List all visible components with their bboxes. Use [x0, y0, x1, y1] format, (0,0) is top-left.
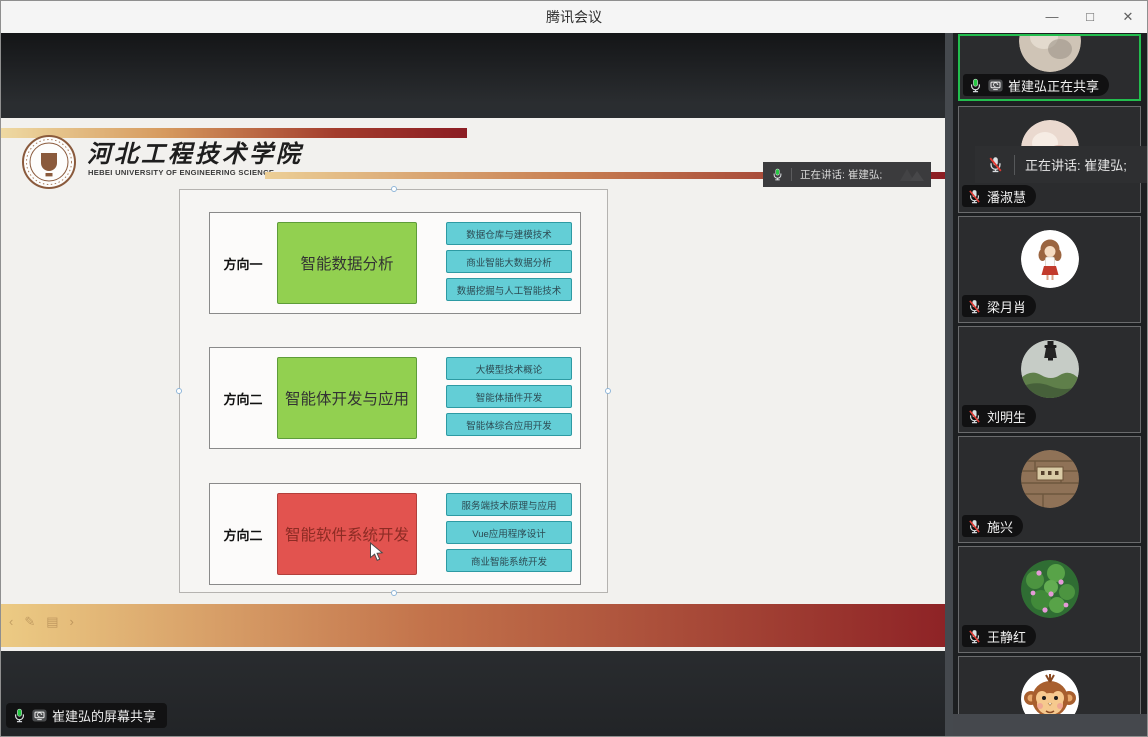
mic-muted-icon — [967, 629, 982, 644]
avatar — [1020, 670, 1079, 728]
titlebar[interactable]: 腾讯会议 — □ ✕ — [1, 1, 1147, 33]
toast-divider — [791, 168, 792, 181]
window-title: 腾讯会议 — [546, 9, 602, 25]
screen-share-icon — [988, 78, 1003, 93]
next-slide-icon: › — [69, 614, 74, 629]
participant-name: 梁月肖 — [987, 299, 1027, 315]
avatar — [1018, 36, 1081, 72]
shared-speaking-text: 正在讲话: 崔建弘; — [800, 169, 883, 181]
participants-sidebar[interactable]: 崔建弘正在共享 潘淑慧 — [953, 33, 1147, 736]
sidebar-bottom-strip — [953, 714, 1147, 736]
course-box: 数据仓库与建模技术 — [446, 222, 572, 245]
course-box: 商业智能系统开发 — [446, 549, 572, 572]
mic-on-icon — [12, 708, 27, 723]
main-course-box: 智能数据分析 — [277, 222, 417, 304]
mic-muted-icon[interactable] — [987, 156, 1004, 173]
participant-tile[interactable]: 刘明生 — [958, 326, 1141, 433]
slide-top-gradient-bar — [1, 128, 467, 138]
direction-label: 方向一 — [223, 256, 263, 272]
close-button[interactable]: ✕ — [1122, 9, 1134, 24]
avatar — [1020, 560, 1079, 618]
university-name-cn: 河北工程技术学院 — [87, 139, 303, 168]
diagram-container: 方向一 智能数据分析 数据仓库与建模技术 商业智能大数据分析 数据挖掘与人工智能… — [176, 186, 611, 596]
slide-bottom-gradient-bar — [1, 604, 945, 647]
mic-on-icon — [968, 78, 983, 93]
course-box: 智能体综合应用开发 — [446, 413, 572, 436]
mic-muted-icon — [967, 409, 982, 424]
participant-name: 潘淑慧 — [987, 189, 1027, 205]
window-controls: — □ ✕ — [1033, 1, 1147, 33]
participant-name-badge: 崔建弘正在共享 — [963, 74, 1110, 96]
direction-label: 方向二 — [223, 527, 263, 543]
diagram-row-3: 方向二 智能软件系统开发 服务端技术原理与应用 Vue应用程序设计 商业智能系统… — [209, 483, 581, 585]
participant-tile-sharing[interactable]: 崔建弘正在共享 — [958, 34, 1141, 101]
participant-name: 刘明生 — [987, 409, 1027, 425]
mic-muted-icon — [967, 189, 982, 204]
participant-name: 施兴 — [987, 519, 1014, 535]
screen-share-icon — [32, 708, 47, 723]
direction-label: 方向二 — [223, 391, 263, 407]
toast-divider — [1014, 154, 1015, 175]
shared-speaking-toast: 正在讲话: 崔建弘; — [763, 162, 931, 187]
university-logo — [22, 135, 76, 189]
presenter-controls: ‹ ✎ ▤ › — [9, 614, 74, 630]
share-badge-text: 崔建弘的屏幕共享 — [52, 709, 157, 724]
screen-share-badge: 崔建弘的屏幕共享 — [6, 703, 168, 728]
meeting-watermark-icon — [900, 169, 924, 181]
speaking-now-toast: 正在讲话: 崔建弘; — [975, 146, 1147, 183]
participant-name-badge: 刘明生 — [962, 405, 1037, 427]
mic-on-icon — [771, 168, 784, 181]
course-box: 大模型技术概论 — [446, 357, 572, 380]
selection-handle-top — [390, 186, 397, 192]
course-box: 商业智能大数据分析 — [446, 250, 572, 273]
selection-handle-bottom — [390, 590, 397, 596]
diagram-row-1: 方向一 智能数据分析 数据仓库与建模技术 商业智能大数据分析 数据挖掘与人工智能… — [209, 212, 581, 314]
participant-tile[interactable]: 施兴 — [958, 436, 1141, 543]
mouse-cursor — [370, 542, 384, 561]
minimize-button[interactable]: — — [1045, 9, 1059, 24]
participant-name-badge: 施兴 — [962, 515, 1024, 537]
selection-handle-right — [605, 388, 611, 394]
pen-icon: ✎ — [24, 614, 36, 629]
participant-name: 崔建弘正在共享 — [1008, 78, 1100, 94]
avatar — [1020, 230, 1079, 288]
slide-panel-icon: ▤ — [46, 614, 59, 629]
selection-handle-left — [176, 388, 182, 394]
course-box: 数据挖掘与人工智能技术 — [446, 278, 572, 301]
university-name-en: HEBEI UNIVERSITY OF ENGINEERING SCIENCE — [88, 168, 275, 177]
diagram-row-2: 方向二 智能体开发与应用 大模型技术概论 智能体插件开发 智能体综合应用开发 — [209, 347, 581, 449]
main-course-box: 智能软件系统开发 — [277, 493, 417, 575]
maximize-button[interactable]: □ — [1086, 9, 1094, 24]
speaking-now-text: 正在讲话: 崔建弘; — [1025, 158, 1127, 173]
avatar — [1020, 340, 1079, 398]
participant-name-badge: 王静红 — [962, 625, 1037, 647]
course-box: 服务端技术原理与应用 — [446, 493, 572, 516]
avatar — [1020, 450, 1079, 508]
course-box: 智能体插件开发 — [446, 385, 572, 408]
prev-slide-icon: ‹ — [9, 614, 14, 629]
participant-name-badge: 梁月肖 — [962, 295, 1037, 317]
participant-name-badge: 潘淑慧 — [962, 185, 1037, 207]
slide-thin-gradient-bar — [265, 172, 945, 179]
participant-name: 王静红 — [987, 629, 1027, 645]
main-sidebar-divider — [945, 33, 953, 736]
main-course-box: 智能体开发与应用 — [277, 357, 417, 439]
course-box: Vue应用程序设计 — [446, 521, 572, 544]
mic-muted-icon — [967, 519, 982, 534]
participant-tile[interactable]: 梁月肖 — [958, 216, 1141, 323]
shared-screen-area: 河北工程技术学院 HEBEI UNIVERSITY OF ENGINEERING… — [1, 33, 945, 736]
mic-muted-icon — [967, 299, 982, 314]
participant-tile[interactable]: 王静红 — [958, 546, 1141, 653]
presentation-slide: 河北工程技术学院 HEBEI UNIVERSITY OF ENGINEERING… — [1, 118, 945, 651]
